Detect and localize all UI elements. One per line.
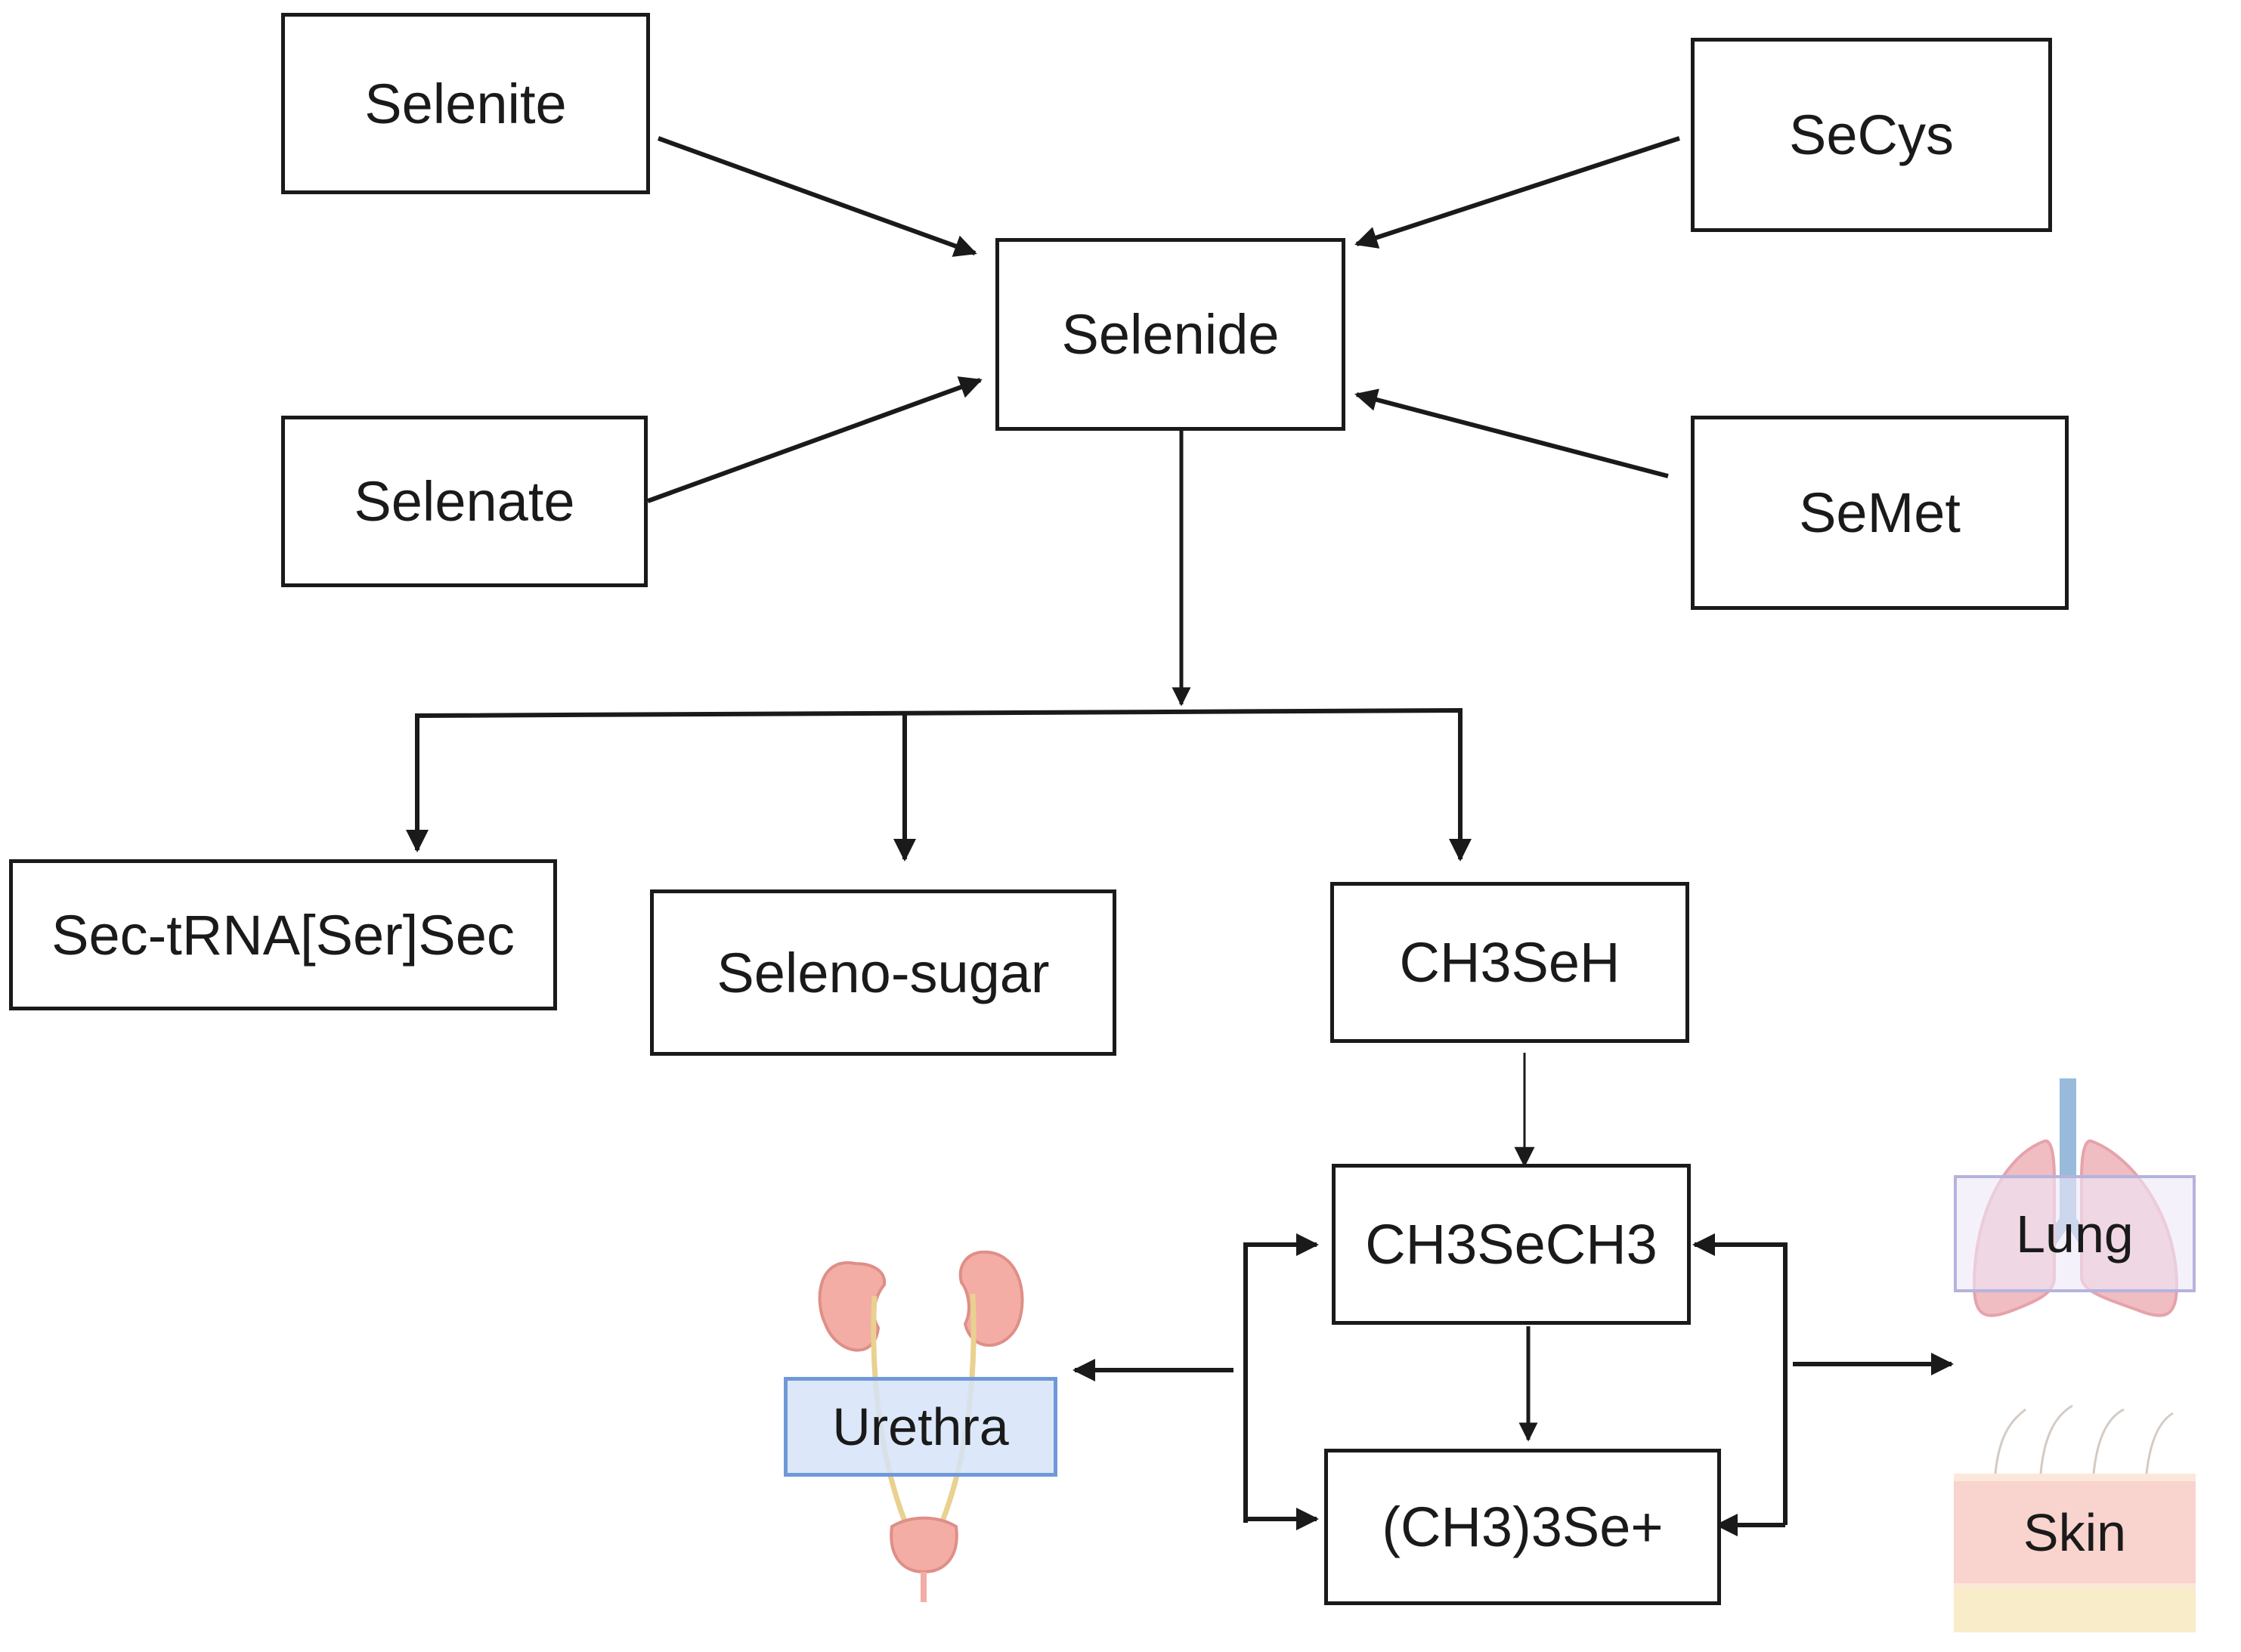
arrow-selenate-to-selenide — [646, 376, 983, 503]
node-seleno-sugar: Seleno-sugar — [650, 889, 1116, 1056]
right-loop-upper — [1692, 1233, 1788, 1525]
arrow-semet-to-selenide — [1354, 388, 1669, 478]
branch-bar — [415, 707, 1463, 801]
node-secys: SeCys — [1691, 38, 2052, 232]
left-loop-upper — [1243, 1233, 1319, 1523]
skin-label: Skin — [1954, 1481, 2196, 1583]
urethra-label: Urethra — [784, 1377, 1057, 1477]
node-selenite: Selenite — [281, 13, 650, 194]
right-kidney-icon — [958, 1250, 1024, 1347]
node-trimethylselenonium: (CH3)3Se+ — [1324, 1449, 1721, 1605]
node-semet: SeMet — [1691, 416, 2069, 610]
node-sec-trna: Sec-tRNA[Ser]Sec — [9, 859, 557, 1010]
lung-label: Lung — [1954, 1175, 2196, 1292]
left-kidney-icon — [818, 1261, 887, 1352]
node-selenate: Selenate — [281, 416, 648, 587]
bladder-icon — [890, 1516, 958, 1574]
node-ch3seh: CH3SeH — [1330, 882, 1689, 1043]
arrow-secys-to-selenide — [1354, 136, 1680, 249]
arrow-selenite-to-selenide — [657, 136, 977, 257]
node-selenide: Selenide — [995, 238, 1345, 431]
node-ch3sech3: CH3SeCH3 — [1332, 1164, 1691, 1325]
